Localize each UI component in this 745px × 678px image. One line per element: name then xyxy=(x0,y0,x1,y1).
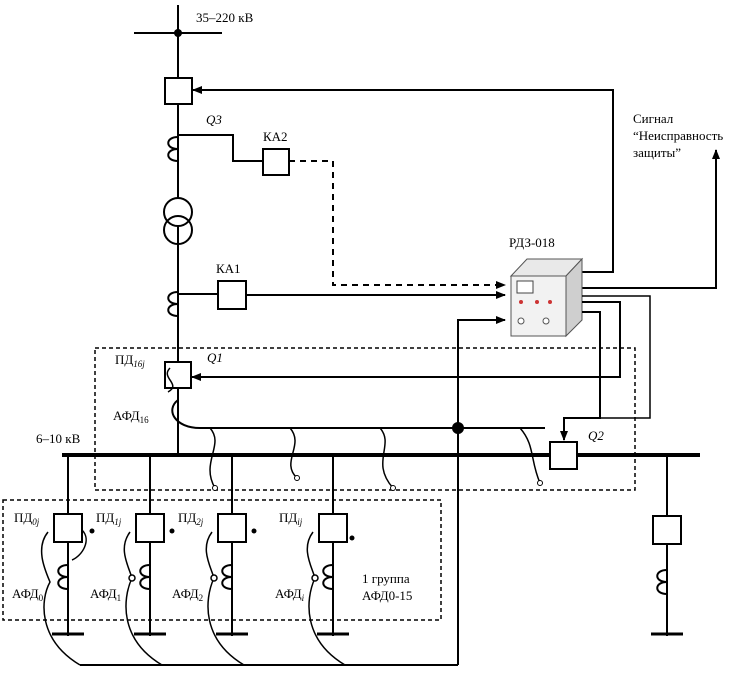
q3-current-transformer xyxy=(167,136,179,162)
signal-label-line1: Сигнал xyxy=(633,111,674,126)
ka1-relay xyxy=(217,280,247,310)
top-breaker xyxy=(164,77,193,105)
rdz-aux-wire xyxy=(582,295,651,419)
feeder-2 xyxy=(205,455,257,666)
feeder-i xyxy=(306,455,355,666)
rdz-to-top-breaker-wire xyxy=(192,86,614,273)
afd16-junction xyxy=(452,422,464,434)
pd-0-label: ПД0j xyxy=(14,510,40,527)
afd-1-label: АФД1 xyxy=(90,586,121,603)
afd16-label: АФД16 xyxy=(113,408,149,425)
rdz-018-device xyxy=(509,257,584,338)
incoming-node xyxy=(174,29,182,37)
fault-signal-wire xyxy=(582,149,720,289)
ka2-relay xyxy=(262,148,290,176)
pd-2-label: ПД2j xyxy=(178,510,204,527)
pd16-label: ПД16j xyxy=(115,352,145,369)
rdz-label: РДЗ-018 xyxy=(509,235,555,250)
rdz-to-q1-wire xyxy=(191,301,621,381)
afd16-sensor-drops xyxy=(209,427,541,489)
ka1-current-transformer xyxy=(167,291,179,317)
bus-voltage-label: 6–10 кВ xyxy=(36,431,81,446)
transformer-winding-bottom xyxy=(163,215,193,245)
feeder-0 xyxy=(40,455,95,666)
pd-i-label: ПДij xyxy=(279,510,303,527)
q3-to-ka2-wire xyxy=(178,134,263,162)
ka1-label: КА1 xyxy=(216,261,241,276)
afd-i-label: АФДi xyxy=(275,586,305,603)
q2-breaker xyxy=(549,441,578,470)
q1-label: Q1 xyxy=(207,350,223,365)
signal-label-line3: защиты” xyxy=(633,145,681,160)
group-label-line2: АФД0-15 xyxy=(362,588,412,603)
signal-label-line2: “Неисправность xyxy=(633,128,723,143)
afd-return-wire xyxy=(457,316,506,665)
ka2-dashed-signal xyxy=(289,160,506,289)
afd16-sensor-line xyxy=(171,399,545,429)
afd-0-label: АФД0 xyxy=(12,586,44,603)
pd-1-label: ПД1j xyxy=(96,510,122,527)
q2-label: Q2 xyxy=(588,428,604,443)
feeder-1 xyxy=(123,455,175,666)
q1-zone-enclosure xyxy=(94,347,636,491)
transformer-winding-top xyxy=(163,197,193,227)
q3-label: Q3 xyxy=(206,112,222,127)
ka2-label: КА2 xyxy=(263,129,288,144)
feeder-right xyxy=(651,455,683,636)
afd-2-label: АФД2 xyxy=(172,586,203,603)
group-label-line1: 1 группа xyxy=(362,571,410,586)
group1-enclosure xyxy=(2,499,442,621)
high-voltage-label: 35–220 кВ xyxy=(196,10,254,25)
q1-breaker xyxy=(164,361,192,389)
pd16-sensor-lead xyxy=(166,367,174,393)
